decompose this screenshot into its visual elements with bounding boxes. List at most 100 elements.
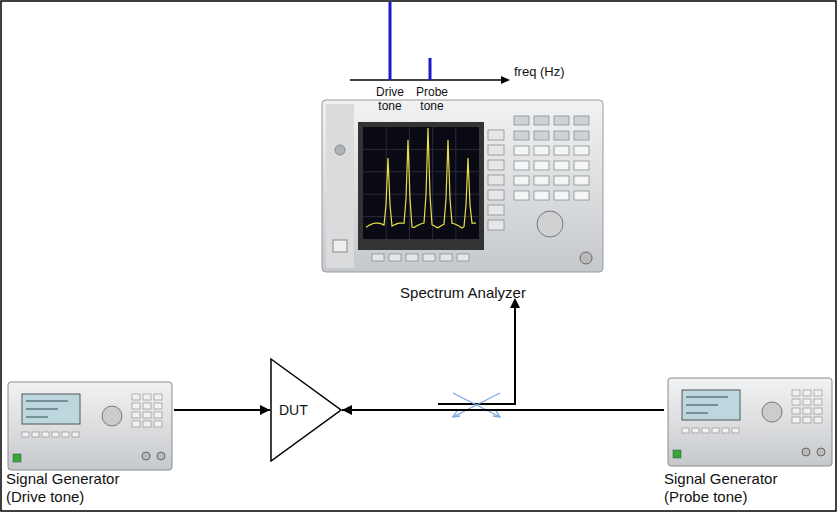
axis-arrowhead xyxy=(501,76,510,84)
generator-button xyxy=(692,428,699,433)
keypad-button xyxy=(514,161,529,170)
keypad-button xyxy=(514,116,529,125)
keypad-button xyxy=(574,116,589,125)
screen-readout xyxy=(26,408,58,410)
softkey xyxy=(488,130,504,140)
analyzer-side-panel xyxy=(326,104,354,268)
signal-arrow xyxy=(174,409,270,411)
softkey xyxy=(488,160,504,170)
keypad-button xyxy=(554,191,569,200)
signal-generator: Signal Generator (Drive tone) xyxy=(6,380,174,506)
generator-keypad xyxy=(792,417,800,423)
node-label: DUT xyxy=(279,402,308,419)
generator-screen xyxy=(22,394,80,424)
generator-keypad xyxy=(143,394,151,400)
generator-keypad xyxy=(132,403,140,409)
generator-button xyxy=(702,428,709,433)
screen-bezel xyxy=(358,122,484,250)
generator-keypad xyxy=(803,399,811,405)
screen-grid xyxy=(363,149,479,150)
keypad-button xyxy=(574,176,589,185)
screen-button xyxy=(457,254,469,261)
generator-body xyxy=(8,382,172,470)
generator-keypad xyxy=(132,421,140,427)
signal-generator: Signal Generator (Probe tone) xyxy=(664,376,832,506)
generator-button xyxy=(52,432,59,437)
keypad-button xyxy=(554,176,569,185)
output-connector xyxy=(817,448,825,456)
node-label: Signal Generator (Drive tone) xyxy=(6,470,131,506)
keypad-button xyxy=(554,146,569,155)
generator-keypad xyxy=(143,421,151,427)
keypad-button xyxy=(554,161,569,170)
screen-readout xyxy=(26,416,48,418)
generator-keypad xyxy=(154,412,162,418)
generator-button xyxy=(32,432,39,437)
amplifier-outline xyxy=(271,359,341,461)
keypad-button xyxy=(574,191,589,200)
softkey xyxy=(488,175,504,185)
screen-grid xyxy=(455,127,456,239)
generator-keypad xyxy=(143,412,151,418)
generator-keypad xyxy=(803,390,811,396)
generator-knob xyxy=(102,406,122,426)
screen-readout xyxy=(686,404,718,406)
keypad-button xyxy=(534,176,549,185)
softkey xyxy=(488,205,504,215)
generator-keypad xyxy=(792,390,800,396)
screen-grid xyxy=(363,194,479,195)
generator-keypad xyxy=(132,394,140,400)
generator-button xyxy=(62,432,69,437)
generator-keypad xyxy=(132,412,140,418)
keypad-button xyxy=(574,161,589,170)
screen-readout xyxy=(686,396,728,398)
signal-generator-illustration xyxy=(8,382,172,470)
generator-keypad xyxy=(814,399,822,405)
generator-button xyxy=(712,428,719,433)
probe-tone-line xyxy=(429,58,432,80)
output-connector xyxy=(142,452,150,460)
amplifier-triangle: DUT xyxy=(270,358,342,462)
keypad-button xyxy=(554,116,569,125)
generator-keypad xyxy=(792,408,800,414)
softkey xyxy=(488,220,504,230)
generator-screen xyxy=(682,390,740,420)
generator-keypad xyxy=(803,417,811,423)
keypad-button xyxy=(514,131,529,140)
generator-keypad xyxy=(154,403,162,409)
generator-button xyxy=(22,432,29,437)
tuning-knob xyxy=(537,211,563,237)
keypad-button xyxy=(574,146,589,155)
freq-axis xyxy=(350,79,503,81)
signal-arrow xyxy=(342,409,664,411)
generator-keypad xyxy=(154,421,162,427)
drive-tone-line xyxy=(389,2,392,80)
analyzer-screen xyxy=(363,127,479,239)
node-label: Spectrum Analyzer xyxy=(400,284,526,302)
spectrum-analyzer-illustration xyxy=(322,100,603,272)
keypad-button xyxy=(534,116,549,125)
rf-input-connector xyxy=(580,252,592,264)
generator-keypad xyxy=(803,408,811,414)
tone-label: Drive tone xyxy=(369,85,411,113)
generator-button xyxy=(732,428,739,433)
generator-button xyxy=(72,432,79,437)
screen-button xyxy=(423,254,435,261)
generator-keypad xyxy=(814,408,822,414)
coupler-arrowhead xyxy=(493,411,500,417)
keypad-button xyxy=(574,131,589,140)
screen-grid xyxy=(363,216,479,217)
generator-keypad xyxy=(792,399,800,405)
keypad-button xyxy=(514,146,529,155)
coupler-symbol xyxy=(453,393,500,417)
softkey xyxy=(488,190,504,200)
keypad-button xyxy=(514,191,529,200)
screen-button xyxy=(406,254,418,261)
output-connector xyxy=(802,448,810,456)
spectrum-trace xyxy=(366,128,476,228)
generator-button xyxy=(42,432,49,437)
